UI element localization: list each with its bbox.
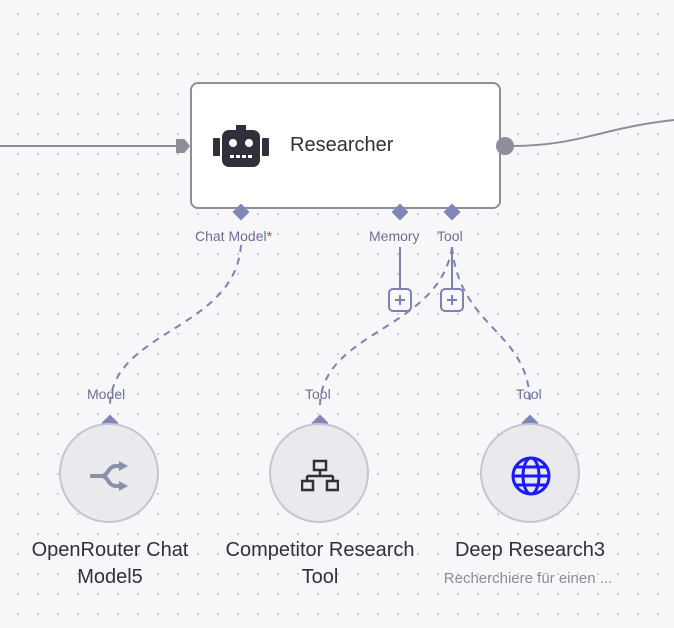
deep-research-wire xyxy=(451,246,531,406)
model-wire xyxy=(109,244,242,406)
competitor-tool-port-label: Tool xyxy=(305,386,331,402)
globe-icon xyxy=(511,456,551,496)
memory-port-label: Memory xyxy=(369,228,420,244)
network-icon xyxy=(301,459,339,492)
tool-port-label: Tool xyxy=(437,228,463,244)
deep-research-description: Recherchiere für einen ... xyxy=(443,570,613,587)
deep-research-node[interactable] xyxy=(480,423,580,523)
openrouter-icon xyxy=(90,461,128,491)
output-port[interactable] xyxy=(496,137,514,155)
required-marker: * xyxy=(266,228,273,244)
openrouter-node-name: OpenRouter Chat Model5 xyxy=(31,539,189,588)
node-title: Researcher xyxy=(290,134,394,156)
robot-icon xyxy=(213,125,269,167)
competitor-node-name: Competitor Research Tool xyxy=(225,539,415,588)
deep-research-port-label: Tool xyxy=(516,386,542,402)
output-connection xyxy=(509,119,674,147)
add-tool-button[interactable] xyxy=(440,288,464,312)
input-port[interactable] xyxy=(176,139,190,153)
competitor-tool-wire xyxy=(319,246,453,406)
add-memory-button[interactable] xyxy=(388,288,412,312)
deep-research-node-name: Deep Research3 xyxy=(454,539,606,561)
model-port-label: Model xyxy=(87,386,126,402)
chat-model-port-label: Chat Model* xyxy=(195,228,273,244)
